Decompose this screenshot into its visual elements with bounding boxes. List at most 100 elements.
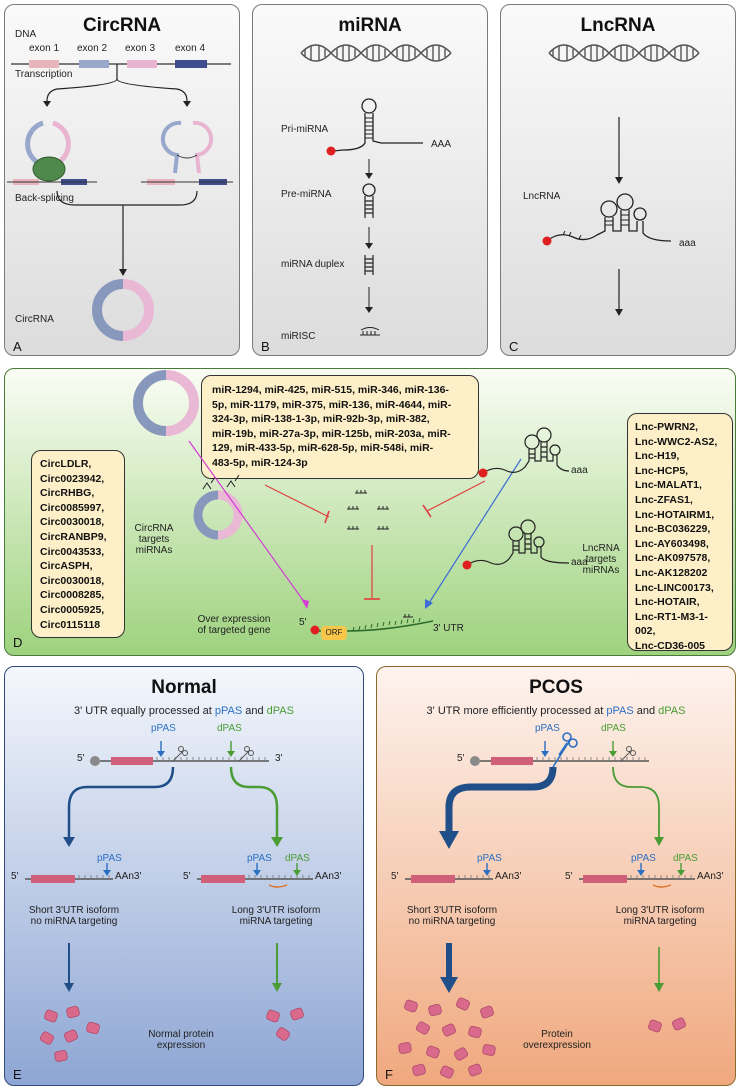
panel-letter: B	[261, 339, 270, 354]
panel-title: Normal	[151, 677, 217, 698]
panel-normal: Normal 3' UTR equally processed at pPAS …	[4, 666, 364, 1086]
ppas-label: pPAS	[535, 723, 560, 734]
panel-circrna: CircRNA DNA exon 1 exon 2 exon 3 exon 4 …	[4, 4, 240, 356]
dpas-label: dPAS	[285, 853, 310, 864]
panel-letter: A	[13, 339, 22, 354]
five-prime-label: 5'	[565, 871, 573, 882]
five-prime-label: 5'	[299, 617, 307, 628]
pri-mirna-label: Pri-miRNA	[281, 124, 329, 135]
ppas-label: pPAS	[151, 723, 176, 734]
panel-subtitle: 3' UTR equally processed at pPAS and dPA…	[74, 705, 294, 717]
lncrna-item: Lnc-HOTAIRM1,	[635, 508, 715, 521]
aaa-label: AAA	[431, 139, 452, 150]
lncrna-list-callout: Lnc-PWRN2, Lnc-WWC2-AS2, Lnc-H19, Lnc-HC…	[627, 413, 733, 652]
aan-label: AAn3'	[697, 871, 724, 882]
panel-title: CircRNA	[82, 15, 162, 36]
mirisc-label: miRISC	[281, 331, 316, 342]
five-prime-label: 5'	[183, 871, 191, 882]
circrna-list-callout: CircLDLR, Circ0023942, CircRHBG, Circ008…	[31, 450, 125, 638]
back-splicing-label: Back-splicing	[15, 193, 74, 204]
lncrna-item: Lnc-LINC00173,	[635, 581, 714, 594]
circrna-item: Circ0008285,	[40, 589, 105, 602]
lncrna-item: Lnc-PWRN2,	[635, 421, 698, 433]
circrna-item: Circ0030018,	[40, 516, 105, 529]
ppas-label: pPAS	[477, 853, 502, 864]
mirna-list-line: 5p, miR-1179, miR-375, miR-136, miR-4644…	[212, 398, 452, 411]
dpas-label: dPAS	[217, 723, 242, 734]
scissors-icon	[620, 746, 636, 762]
five-prime-label: 5'	[77, 753, 85, 764]
transcription-label: Transcription	[15, 69, 73, 80]
scissors-icon	[238, 746, 254, 762]
aaa-label: aaa	[571, 465, 588, 476]
circrna-item: CircLDLR,	[40, 458, 92, 470]
lncrna-item: Lnc-ZFAS1,	[635, 493, 693, 506]
dna-helix-icon	[548, 44, 700, 62]
lncrna-label: LncRNA	[523, 191, 561, 202]
pre-mirna-label: Pre-miRNA	[281, 189, 332, 200]
five-prime-label: 5'	[457, 753, 465, 764]
targeting-diagram	[133, 370, 570, 635]
circrna-item: CircRHBG,	[40, 487, 95, 500]
pcos-apa-diagram	[398, 732, 695, 1079]
ppas-label: pPAS	[631, 853, 656, 864]
mirna-list-line: 129, miR-433-5p, miR-628-5p, miR-548i, m…	[212, 442, 434, 455]
mirna-list-line: 483-5p, miR-124-3p	[212, 456, 308, 469]
panel-letter: C	[509, 339, 519, 354]
circrna-item: Circ0023942,	[40, 472, 105, 485]
lncrna-item: Lnc-AK128202	[635, 566, 708, 579]
circrna-item: Circ0030018,	[40, 574, 105, 587]
circrna-item: Circ0115118	[40, 618, 101, 631]
aan-label: AAn3'	[495, 871, 522, 882]
lncrna-item: Lnc-HOTAIR,	[635, 596, 700, 609]
lncrna-item: Lnc-AY603498,	[635, 537, 709, 550]
mirna-diagram	[300, 44, 452, 336]
lncrna-item: Lnc-CD36-005	[635, 639, 706, 652]
panel-title: LncRNA	[580, 15, 656, 36]
mirna-list-line: miR-1294, miR-425, miR-515, miR-346, miR…	[212, 384, 449, 396]
five-prime-label: 5'	[391, 871, 399, 882]
circrna-label: CircRNA	[15, 314, 54, 325]
lncrna-item: Lnc-RT1-M3-1-002,	[635, 610, 708, 638]
circrna-diagram	[7, 60, 233, 341]
mirna-list-line: miR-19b, miR-27a-3p, miR-125b, miR-203a,…	[212, 427, 451, 440]
duplex-label: miRNA duplex	[281, 259, 345, 270]
normal-apa-diagram	[25, 741, 313, 1062]
exon-label: exon 2	[77, 43, 108, 54]
aaa-label: aaa	[679, 238, 696, 249]
panel-title: miRNA	[338, 15, 402, 36]
aan-label: AAn3'	[115, 871, 142, 882]
panel-mirna: miRNA Pri-miRNA AAA Pre-miRNA miRNA dupl…	[252, 4, 488, 356]
panel-lncrna: LncRNA LncRNA aaa C	[500, 4, 736, 356]
panel-letter: D	[13, 635, 23, 650]
lncrna-item: Lnc-AK097578,	[635, 552, 711, 565]
five-prime-label: 5'	[11, 871, 19, 882]
dna-label: DNA	[15, 29, 37, 40]
circrna-item: CircASPH,	[40, 560, 93, 573]
circrna-item: CircRANBP9,	[40, 530, 107, 543]
aaa-label: aaa	[571, 557, 588, 568]
panel-letter: E	[13, 1067, 22, 1082]
protein-icon	[40, 1005, 304, 1062]
panel-title: PCOS	[529, 677, 583, 698]
mirna-list-line: 324-3p, miR-138-1-3p, miR-92b-3p, miR-38…	[212, 413, 430, 426]
mirna-list-callout: miR-1294, miR-425, miR-515, miR-346, miR…	[201, 375, 479, 479]
lncrna-item: Lnc-WWC2-AS2,	[635, 435, 718, 448]
exon-label: exon 3	[125, 43, 156, 54]
protein-icon	[398, 997, 686, 1079]
utr-label: 3' UTR	[433, 623, 464, 634]
circrna-item: Circ0005925,	[40, 603, 105, 616]
circrna-item: Circ0085997,	[40, 501, 105, 514]
lncrna-item: Lnc-MALAT1,	[635, 479, 702, 492]
dna-helix-icon	[300, 44, 452, 62]
three-prime-label: 3'	[275, 753, 283, 764]
panel-subtitle: 3' UTR more efficiently processed at pPA…	[426, 705, 686, 717]
